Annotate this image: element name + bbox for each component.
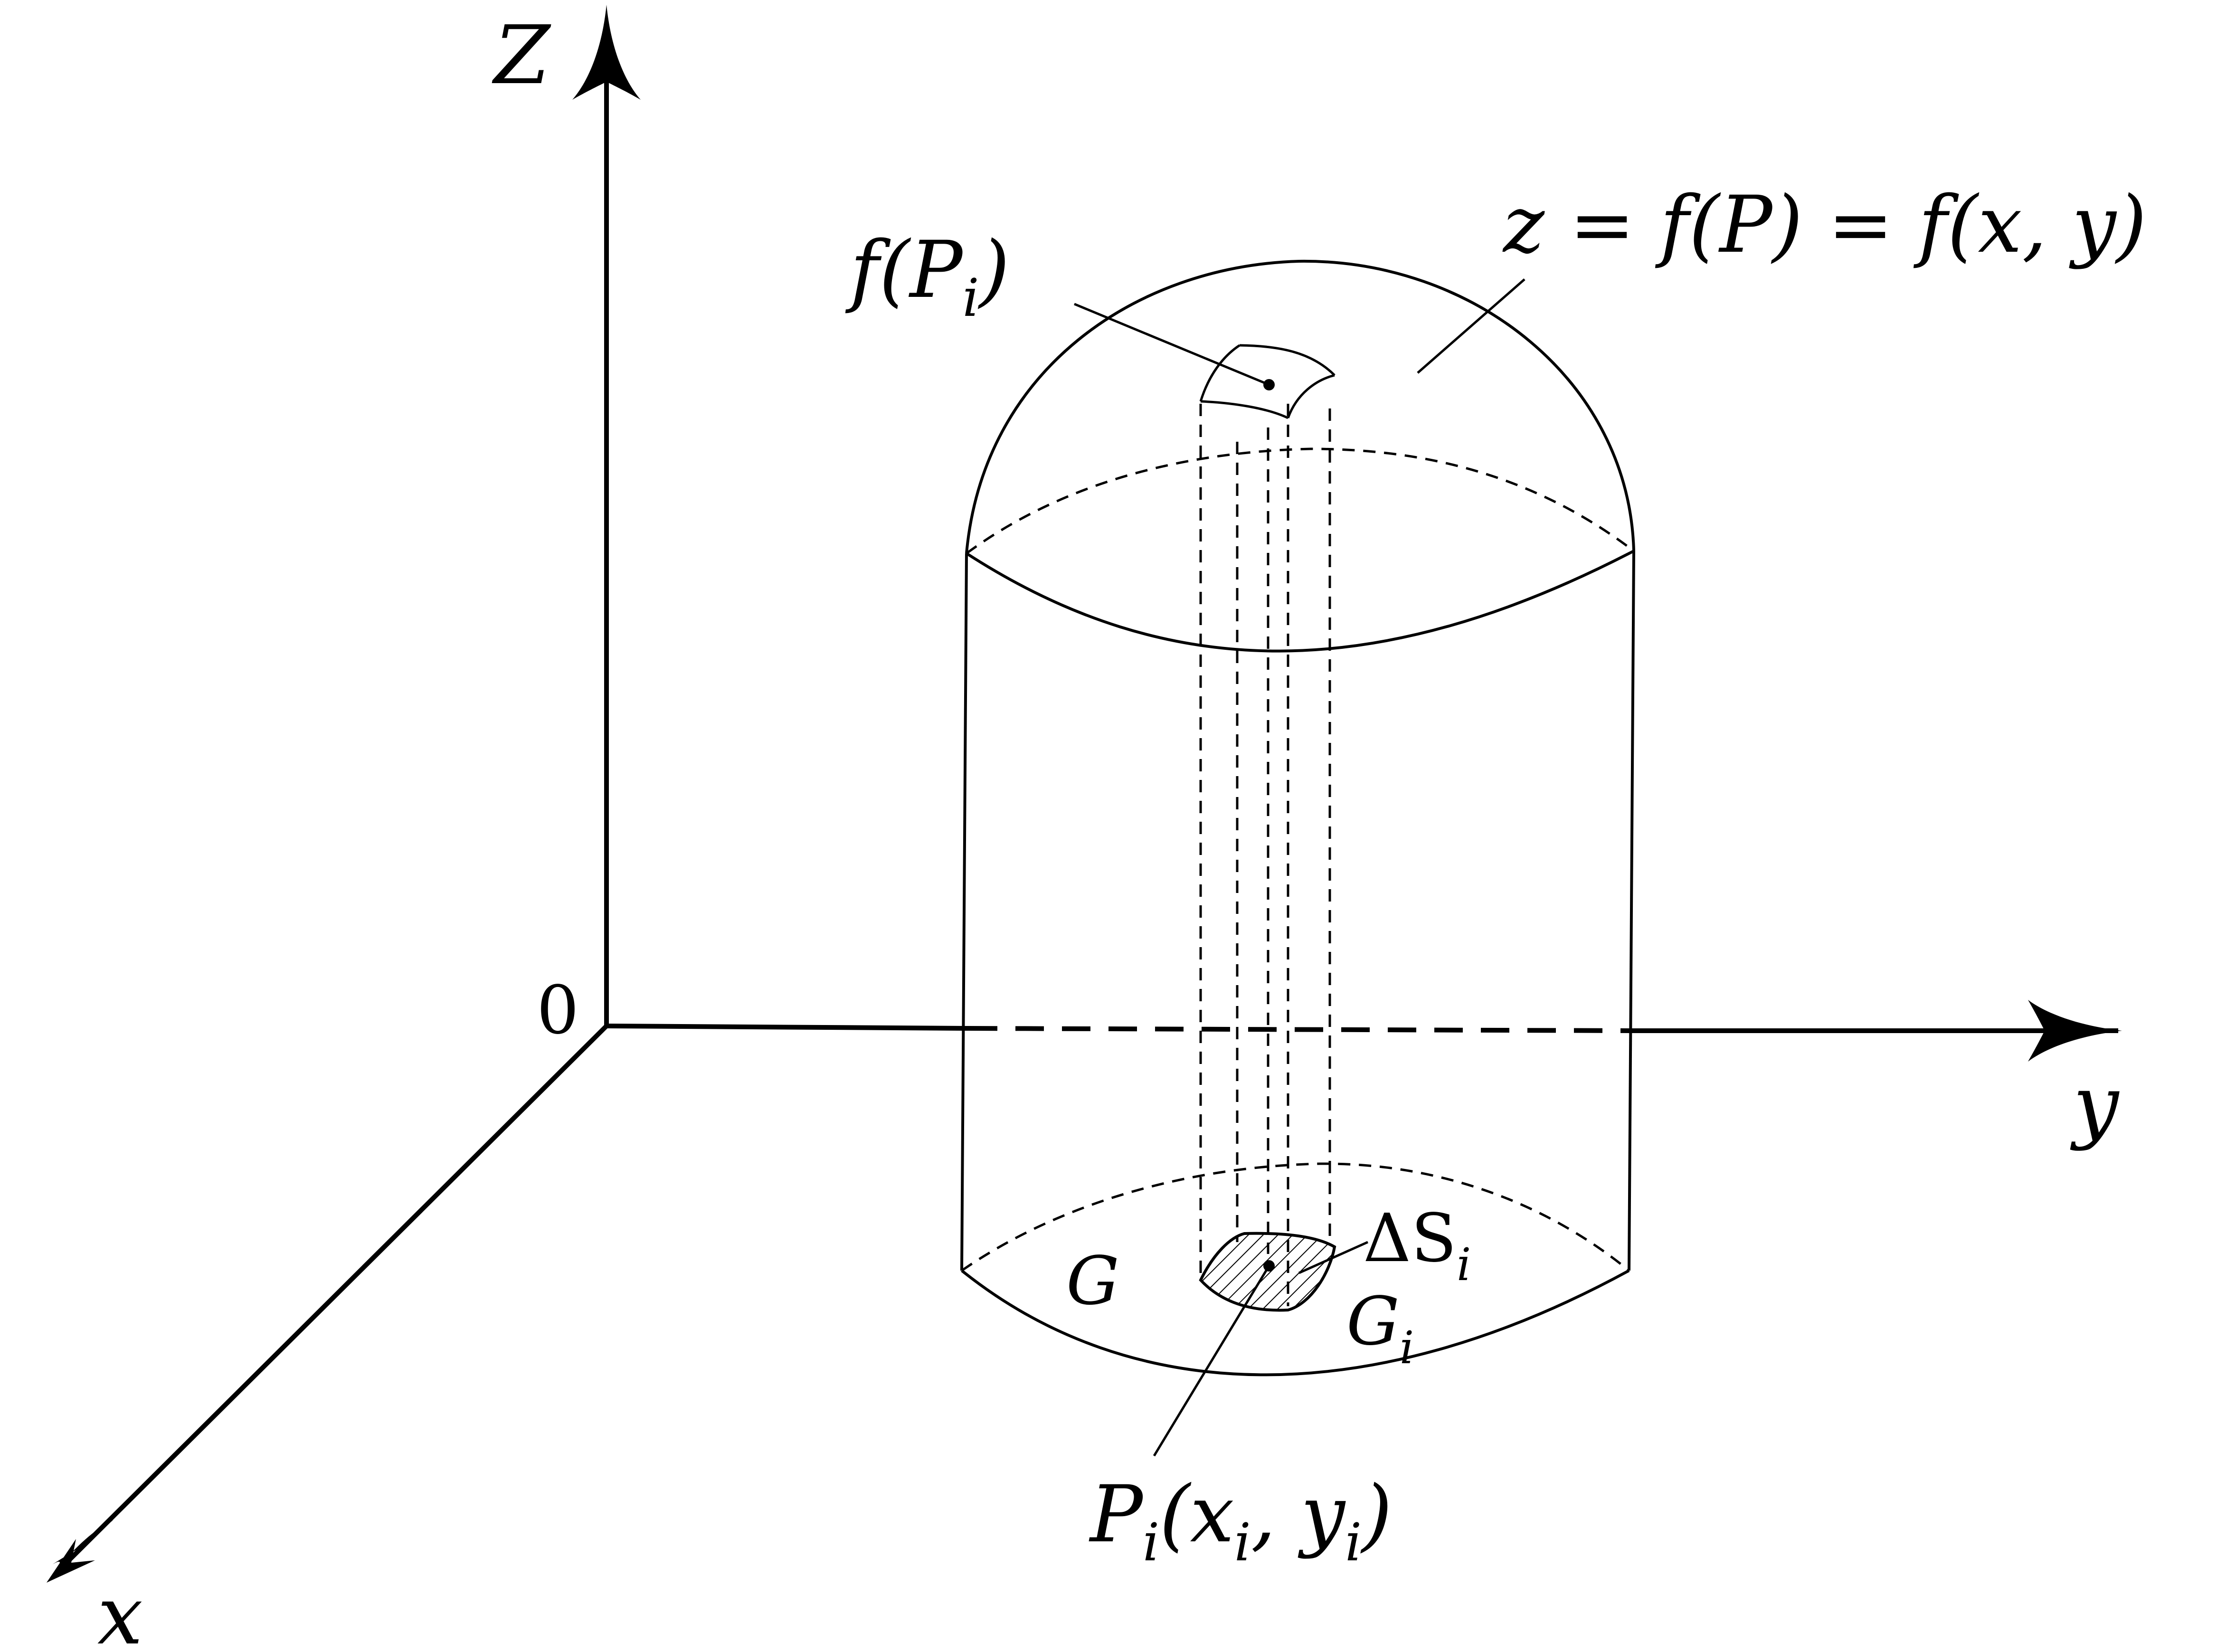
- delta-s-label: ΔSi: [1363, 1200, 1471, 1291]
- prism-column: [1199, 404, 1331, 1306]
- svg-text:f(Pi): f(Pi): [845, 224, 1010, 328]
- f-pi-label: f(Pi): [845, 224, 1010, 328]
- cylinder-walls: [960, 551, 1635, 1271]
- base-region-back: [961, 1162, 1630, 1272]
- z-axis-label: Z: [492, 9, 551, 103]
- surface-equation-label: z = f(P) = f(x, y): [1502, 179, 2147, 270]
- upper-rim-back: [966, 447, 1635, 555]
- x-axis: [47, 1024, 608, 1583]
- y-arrow-icon: [2028, 1000, 2122, 1062]
- y-axis: [606, 1000, 2122, 1062]
- svg-text:Pi(xi, yi): Pi(xi, yi): [1089, 1469, 1393, 1573]
- x-axis-label: x: [97, 1569, 143, 1652]
- dome-surface: [965, 259, 1635, 554]
- gi-label: Gi: [1346, 1283, 1414, 1374]
- pi-point-label: Pi(xi, yi): [1089, 1469, 1393, 1573]
- base-region-front: [961, 1269, 1630, 1377]
- origin-label: 0: [537, 972, 579, 1049]
- y-axis-label: y: [2070, 1058, 2120, 1152]
- upper-rim-front: [966, 550, 1635, 653]
- z-axis: [572, 5, 641, 1026]
- svg-text:Gi: Gi: [1346, 1283, 1414, 1374]
- leader-lines: [1074, 278, 1525, 1457]
- surface-patch: [1199, 344, 1336, 419]
- z-arrow-icon: [572, 5, 641, 100]
- svg-text:ΔSi: ΔSi: [1363, 1200, 1471, 1291]
- base-subregion: [1199, 1232, 1336, 1312]
- region-g-label: G: [1066, 1243, 1119, 1320]
